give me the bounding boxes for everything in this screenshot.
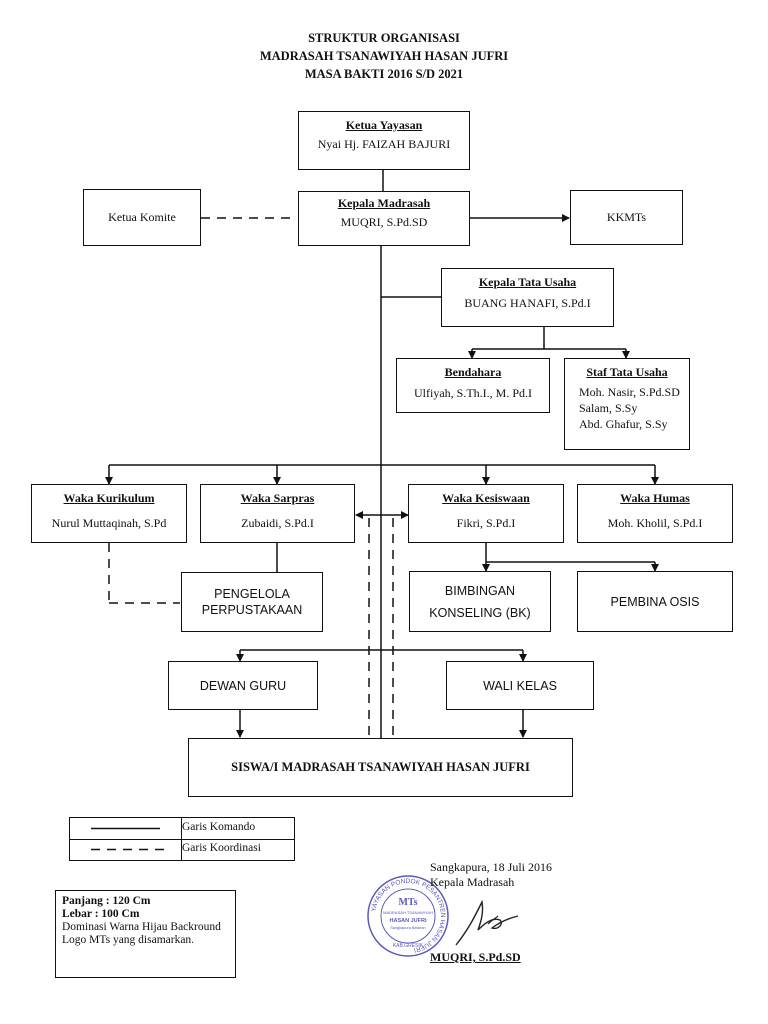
size-note: Panjang : 120 Cm Lebar : 100 Cm Dominasi… <box>55 890 236 978</box>
node-kepala-madrasah: Kepala Madrasah MUQRI, S.Pd.SD <box>298 191 470 246</box>
chart-title-line2: MADRASAH TSANAWIYAH HASAN JUFRI <box>259 49 509 63</box>
node-kepala-tata-usaha: Kepala Tata Usaha BUANG HANAFI, S.Pd.I <box>441 268 614 327</box>
legend-solid-line <box>91 827 160 830</box>
node-pengelola-perpustakaan: PENGELOLA PERPUSTAKAAN <box>181 572 323 632</box>
signature-place-date: Sangkapura, 18 Juli 2016 <box>430 860 552 874</box>
chart-title-line1: STRUKTUR ORGANISASI <box>308 31 460 45</box>
node-title: Ketua Komite <box>108 210 176 224</box>
node-person: BUANG HANAFI, S.Pd.I <box>464 296 591 310</box>
node-title: Waka Sarpras <box>240 491 315 505</box>
node-ketua-komite: Ketua Komite <box>83 189 201 246</box>
node-title-line1: PENGELOLA <box>214 587 290 601</box>
handwritten-signature <box>455 899 519 946</box>
node-person: Zubaidi, S.Pd.I <box>241 516 314 530</box>
node-title-line2: KONSELING (BK) <box>429 605 531 620</box>
node-waka-kurikulum: Waka Kurikulum Nurul Muttaqinah, S.Pd <box>31 484 187 543</box>
note-text: Dominasi Warna Hijau Backround Logo MTs … <box>62 921 221 946</box>
node-wali-kelas: WALI KELAS <box>446 661 594 710</box>
node-waka-sarpras: Waka Sarpras Zubaidi, S.Pd.I <box>200 484 355 543</box>
note-panjang: Panjang : 120 Cm <box>62 895 151 907</box>
node-title: WALI KELAS <box>483 678 557 693</box>
legend-item-koordinasi: Garis Koordinasi <box>70 839 294 860</box>
stamp-line1: MADRASAH TSANAWIYAH <box>383 910 433 915</box>
node-person: Fikri, S.Pd.I <box>456 516 516 530</box>
stamp-bottom: KAB.GRESIK <box>393 943 424 949</box>
node-ketua-yayasan: Ketua Yayasan Nyai Hj. FAIZAH BAJURI <box>298 111 470 170</box>
node-title: DEWAN GURU <box>199 678 287 693</box>
node-title: Waka Kurikulum <box>63 491 155 505</box>
stamp-center: MTs <box>398 897 417 908</box>
node-title: Bendahara <box>444 365 502 379</box>
node-title: Waka Humas <box>620 491 690 505</box>
node-siswa: SISWA/I MADRASAH TSANAWIYAH HASAN JUFRI <box>188 738 573 797</box>
signature-role: Kepala Madrasah <box>430 875 515 889</box>
stamp-line3: Sangkapura Bawean <box>390 926 425 930</box>
signature-name: MUQRI, S.Pd.SD <box>430 950 521 964</box>
node-title: Kepala Madrasah <box>337 196 431 210</box>
chart-title-line3: MASA BAKTI 2016 S/D 2021 <box>304 67 464 81</box>
legend-label: Garis Koordinasi <box>182 842 261 854</box>
staf-member: Abd. Ghafur, S.Sy <box>579 417 668 431</box>
node-pembina-osis: PEMBINA OSIS <box>577 571 733 632</box>
legend-item-komando: Garis Komando <box>70 818 294 840</box>
node-person: MUQRI, S.Pd.SD <box>340 215 428 229</box>
staf-member: Moh. Nasir, S.Pd.SD <box>579 385 680 399</box>
legend-label: Garis Komando <box>182 821 256 833</box>
node-kkmts: KKMTs <box>570 190 683 245</box>
stamp-line2: HASAN JUFRI <box>390 918 427 924</box>
node-person: Moh. Kholil, S.Pd.I <box>607 516 703 530</box>
node-title-line1: BIMBINGAN <box>444 583 516 598</box>
node-waka-humas: Waka Humas Moh. Kholil, S.Pd.I <box>577 484 733 543</box>
staf-member: Salam, S.Sy <box>579 401 638 415</box>
node-bimbingan-konseling: BIMBINGAN KONSELING (BK) <box>409 571 551 632</box>
node-title: Ketua Yayasan <box>345 118 423 132</box>
node-title: Waka Kesiswaan <box>442 491 530 505</box>
node-title: Staf Tata Usaha <box>586 365 668 379</box>
node-person: Nurul Muttaqinah, S.Pd <box>51 516 167 530</box>
node-title: SISWA/I MADRASAH TSANAWIYAH HASAN JUFRI <box>231 760 530 774</box>
node-title-line2: PERPUSTAKAAN <box>201 603 303 617</box>
node-waka-kesiswaan: Waka Kesiswaan Fikri, S.Pd.I <box>408 484 564 543</box>
node-dewan-guru: DEWAN GURU <box>168 661 318 710</box>
node-bendahara: Bendahara Ulfiyah, S.Th.I., M. Pd.I <box>396 358 550 413</box>
node-title: KKMTs <box>606 210 647 224</box>
node-person: Ulfiyah, S.Th.I., M. Pd.I <box>414 386 532 400</box>
legend-dashed-line <box>91 848 165 851</box>
node-staf-tata-usaha: Staf Tata Usaha Moh. Nasir, S.Pd.SD Sala… <box>564 358 690 450</box>
madrasah-stamp: YAYASAN PONDOK PESANTREN HASAN JUFRI MTs… <box>367 875 449 957</box>
note-lebar: Lebar : 100 Cm <box>62 908 140 920</box>
node-title: PEMBINA OSIS <box>610 594 700 609</box>
node-title: Kepala Tata Usaha <box>478 275 577 289</box>
legend: Garis Komando Garis Koordinasi <box>69 817 295 861</box>
node-person: Nyai Hj. FAIZAH BAJURI <box>317 137 451 151</box>
